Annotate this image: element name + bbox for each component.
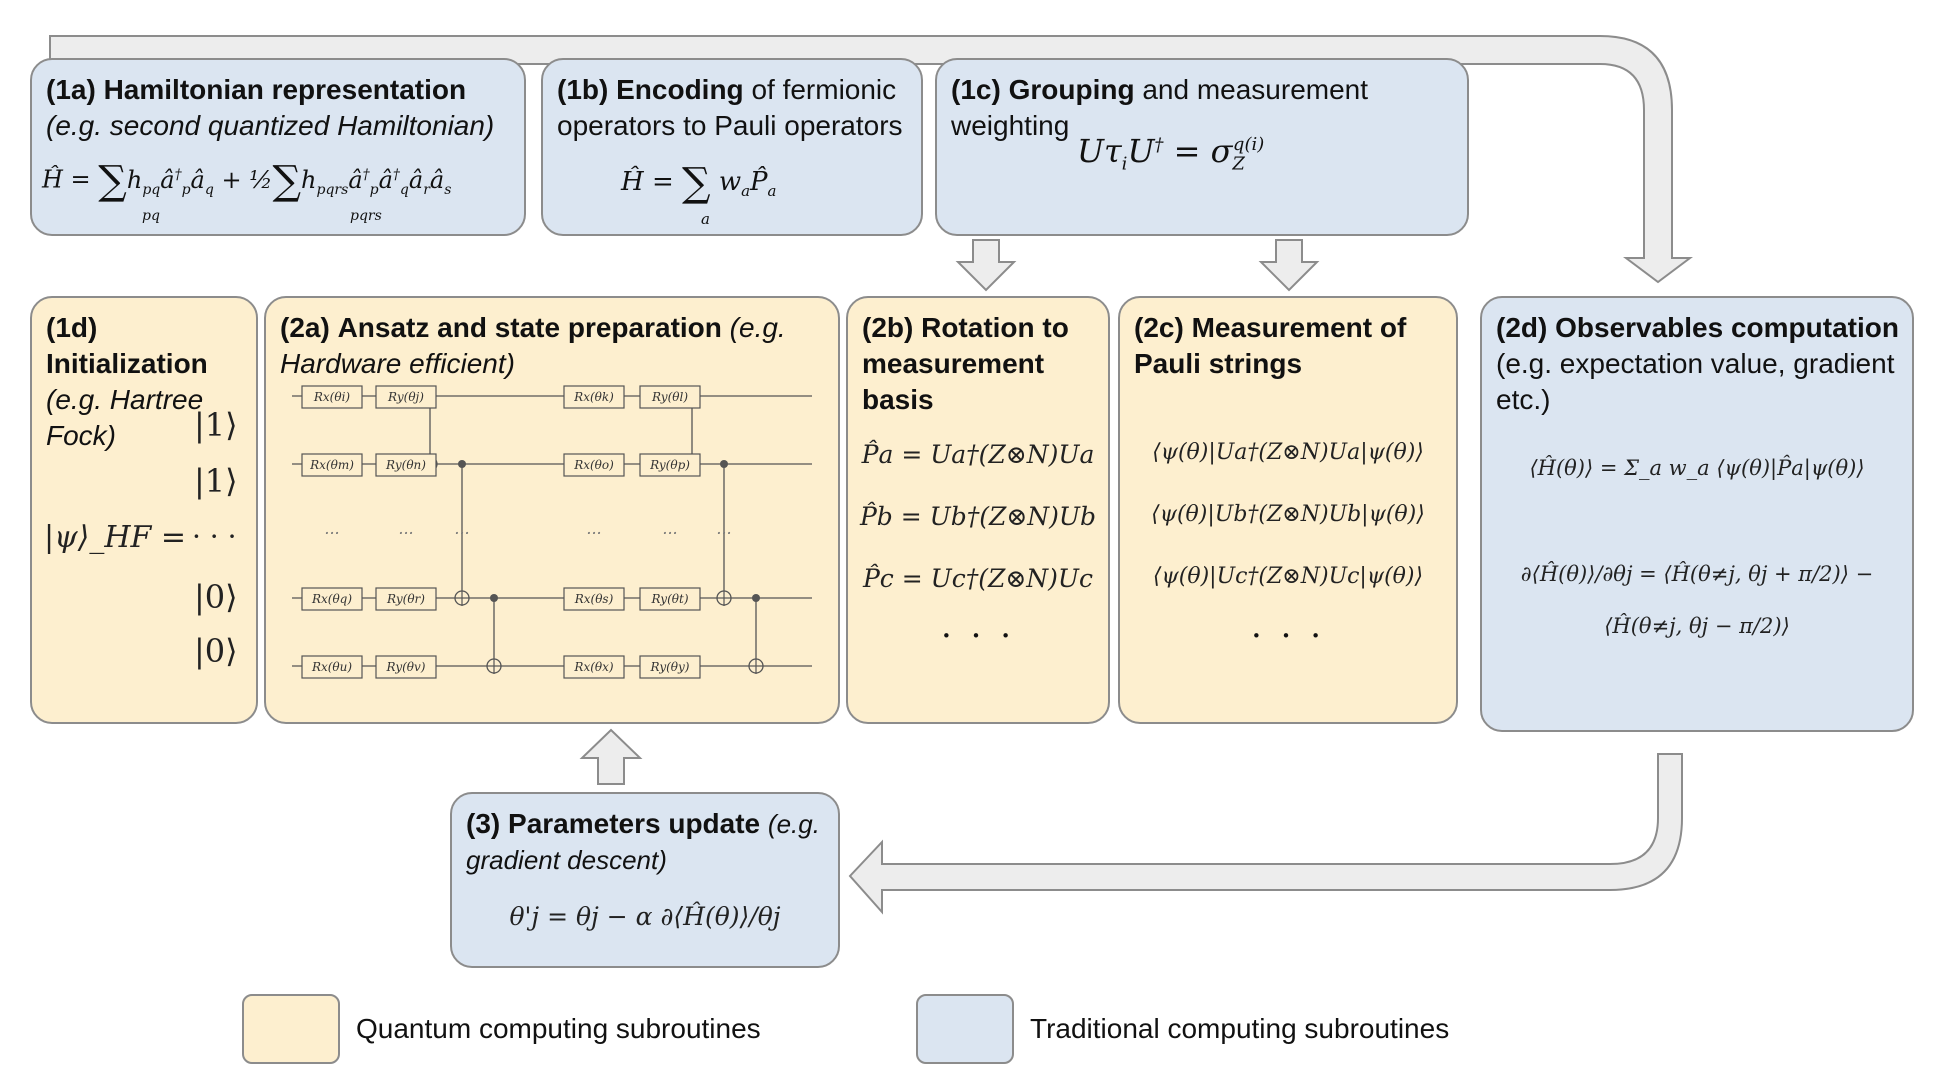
ket-dots: · · · bbox=[192, 520, 237, 553]
gate-r1-ry2: Ry(θl) bbox=[651, 390, 688, 404]
arrow-3-to-2a bbox=[579, 728, 643, 785]
gate-r1-ry1: Ry(θj) bbox=[387, 390, 424, 404]
circuit-ellipsis: ... bbox=[662, 519, 677, 538]
box-title: Ansatz and state preparation bbox=[337, 312, 722, 343]
gate-r1-rx2: Rx(θk) bbox=[573, 390, 614, 404]
ansatz-circuit: Rx(θi) Ry(θj) Rx(θk) Ry(θl) Rx(θm) Ry(θn… bbox=[292, 385, 812, 679]
box-subtitle: of fermionic operators to Pauli operator… bbox=[557, 74, 903, 141]
box-title: Encoding bbox=[616, 74, 744, 105]
gate-r4-rx2: Rx(θx) bbox=[573, 660, 613, 674]
arrow-1c-to-2b bbox=[955, 239, 1017, 292]
box-id: (2c) bbox=[1134, 312, 1184, 343]
expectation-equation: ⟨Ĥ(θ)⟩ = Σ_a w_a ⟨ψ(θ)|P̂a|ψ(θ)⟩ bbox=[1529, 456, 1865, 480]
box-2b-rotation: (2b) Rotation to measurement basis P̂a =… bbox=[846, 296, 1110, 724]
box-2c-measurement: (2c) Measurement of Pauli strings ⟨ψ(θ)|… bbox=[1118, 296, 1458, 724]
legend-quantum-label: Quantum computing subroutines bbox=[356, 1013, 761, 1044]
gate-r2-ry1: Ry(θn) bbox=[385, 458, 426, 472]
gradient-equation: ∂⟨Ĥ(θ)⟩/∂θj = ⟨Ĥ(θ≠j, θj + π/2)⟩ − ⟨Ĥ(θ≠… bbox=[1520, 562, 1874, 638]
gate-r4-ry1: Ry(θv) bbox=[386, 660, 426, 674]
circuit-ellipsis: ... bbox=[586, 519, 601, 538]
measurement-eq-c: ⟨ψ(θ)|Uc†(Z⊗N)Uc|ψ(θ)⟩ bbox=[1152, 564, 1424, 589]
circuit-ellipsis: ... bbox=[398, 519, 413, 538]
box-id: (2b) bbox=[862, 312, 914, 343]
box-1b-encoding: (1b) Encoding of fermionic operators to … bbox=[541, 58, 923, 236]
box-id: (1c) bbox=[951, 74, 1001, 105]
box-id: (1d) bbox=[46, 312, 98, 343]
box-1c-grouping: (1c) Grouping and measurement weighting … bbox=[935, 58, 1469, 236]
circuit-ellipsis: ... bbox=[454, 519, 469, 538]
hf-state-label: |ψ⟩_HF = bbox=[44, 520, 186, 555]
legend-traditional-swatch bbox=[916, 994, 1014, 1064]
box-id: (2a) bbox=[280, 312, 330, 343]
box-subtitle: (e.g. second quantized Hamiltonian) bbox=[46, 110, 495, 141]
gate-r2-rx2: Rx(θo) bbox=[573, 458, 614, 472]
rotation-eq-b: P̂b = Ub†(Z⊗N)Ub bbox=[859, 502, 1096, 531]
box-title: Hamiltonian representation bbox=[103, 74, 467, 105]
box-title: Rotation to measurement basis bbox=[862, 312, 1069, 415]
legend-traditional-label: Traditional computing subroutines bbox=[1030, 1013, 1450, 1044]
box-id: (3) bbox=[466, 808, 501, 839]
box-title: Initialization bbox=[46, 348, 208, 379]
box-2d-observables: (2d) Observables computation (e.g. expec… bbox=[1480, 296, 1914, 732]
gate-r3-rx2: Rx(θs) bbox=[574, 592, 614, 606]
measurement-dots: · · · bbox=[1250, 616, 1326, 656]
arrow-2d-to-3 bbox=[848, 753, 1683, 915]
box-subtitle: (e.g. gradient descent) bbox=[466, 809, 820, 875]
rotation-eq-a: P̂a = Ua†(Z⊗N)Ua bbox=[861, 440, 1095, 469]
box-title: Observables computation bbox=[1555, 312, 1899, 343]
gate-r1-rx1: Rx(θi) bbox=[313, 390, 351, 404]
circuit-ellipsis: ... bbox=[716, 519, 731, 538]
box-subtitle: (e.g. Hartree Fock) bbox=[46, 384, 204, 451]
box-title: Grouping bbox=[1008, 74, 1135, 105]
circuit-ellipsis: ... bbox=[324, 519, 339, 538]
measurement-eq-a: ⟨ψ(θ)|Ua†(Z⊗N)Ua|ψ(θ)⟩ bbox=[1152, 440, 1424, 465]
box-2a-ansatz: (2a) Ansatz and state preparation (e.g. … bbox=[264, 296, 840, 724]
hamiltonian-equation: Ĥ = ∑hpqâ†pâq + ½∑hpqrsâ†pâ†qârâs bbox=[42, 158, 452, 204]
box-id: (2d) bbox=[1496, 312, 1548, 343]
box-subtitle: (e.g. expectation value, gradient etc.) bbox=[1496, 348, 1895, 415]
ket-4: |0⟩ bbox=[194, 632, 238, 670]
ket-3: |0⟩ bbox=[194, 578, 238, 616]
box-id: (1b) bbox=[557, 74, 609, 105]
ket-2: |1⟩ bbox=[194, 462, 238, 500]
box-1a-hamiltonian: (1a) Hamiltonian representation (e.g. se… bbox=[30, 58, 526, 236]
gate-r2-ry2: Ry(θp) bbox=[649, 458, 690, 472]
box-title: Measurement of Pauli strings bbox=[1134, 312, 1407, 379]
encoding-equation: Ĥ = ∑ waP̂a bbox=[621, 160, 777, 206]
box-title: Parameters update bbox=[508, 808, 761, 839]
box-subtitle: (e.g. Hardware efficient) bbox=[280, 312, 786, 379]
gate-r4-rx1: Rx(θu) bbox=[311, 660, 352, 674]
rotation-dots: · · · bbox=[940, 616, 1016, 656]
box-3-parameters-update: (3) Parameters update (e.g. gradient des… bbox=[450, 792, 840, 968]
box-subtitle: and measurement weighting bbox=[951, 74, 1369, 141]
legend-quantum-swatch bbox=[242, 994, 340, 1064]
gate-r3-ry2: Ry(θt) bbox=[650, 592, 688, 606]
box-id: (1a) bbox=[46, 74, 96, 105]
gate-r4-ry2: Ry(θy) bbox=[650, 660, 690, 674]
update-equation: θ'j = θj − α ∂⟨Ĥ(θ)⟩/θj bbox=[509, 902, 781, 931]
gate-r3-rx1: Rx(θq) bbox=[311, 592, 352, 606]
box-1d-initialization: (1d) Initialization (e.g. Hartree Fock) … bbox=[30, 296, 258, 724]
measurement-eq-b: ⟨ψ(θ)|Ub†(Z⊗N)Ub|ψ(θ)⟩ bbox=[1151, 502, 1425, 527]
ket-1: |1⟩ bbox=[194, 406, 238, 444]
grouping-equation: UτiU† = σZq(i) bbox=[1077, 132, 1265, 175]
rotation-eq-c: P̂c = Uc†(Z⊗N)Uc bbox=[862, 564, 1093, 593]
gate-r3-ry1: Ry(θr) bbox=[386, 592, 425, 606]
gate-r2-rx1: Rx(θm) bbox=[309, 458, 354, 472]
arrow-1c-to-2c bbox=[1258, 239, 1320, 292]
